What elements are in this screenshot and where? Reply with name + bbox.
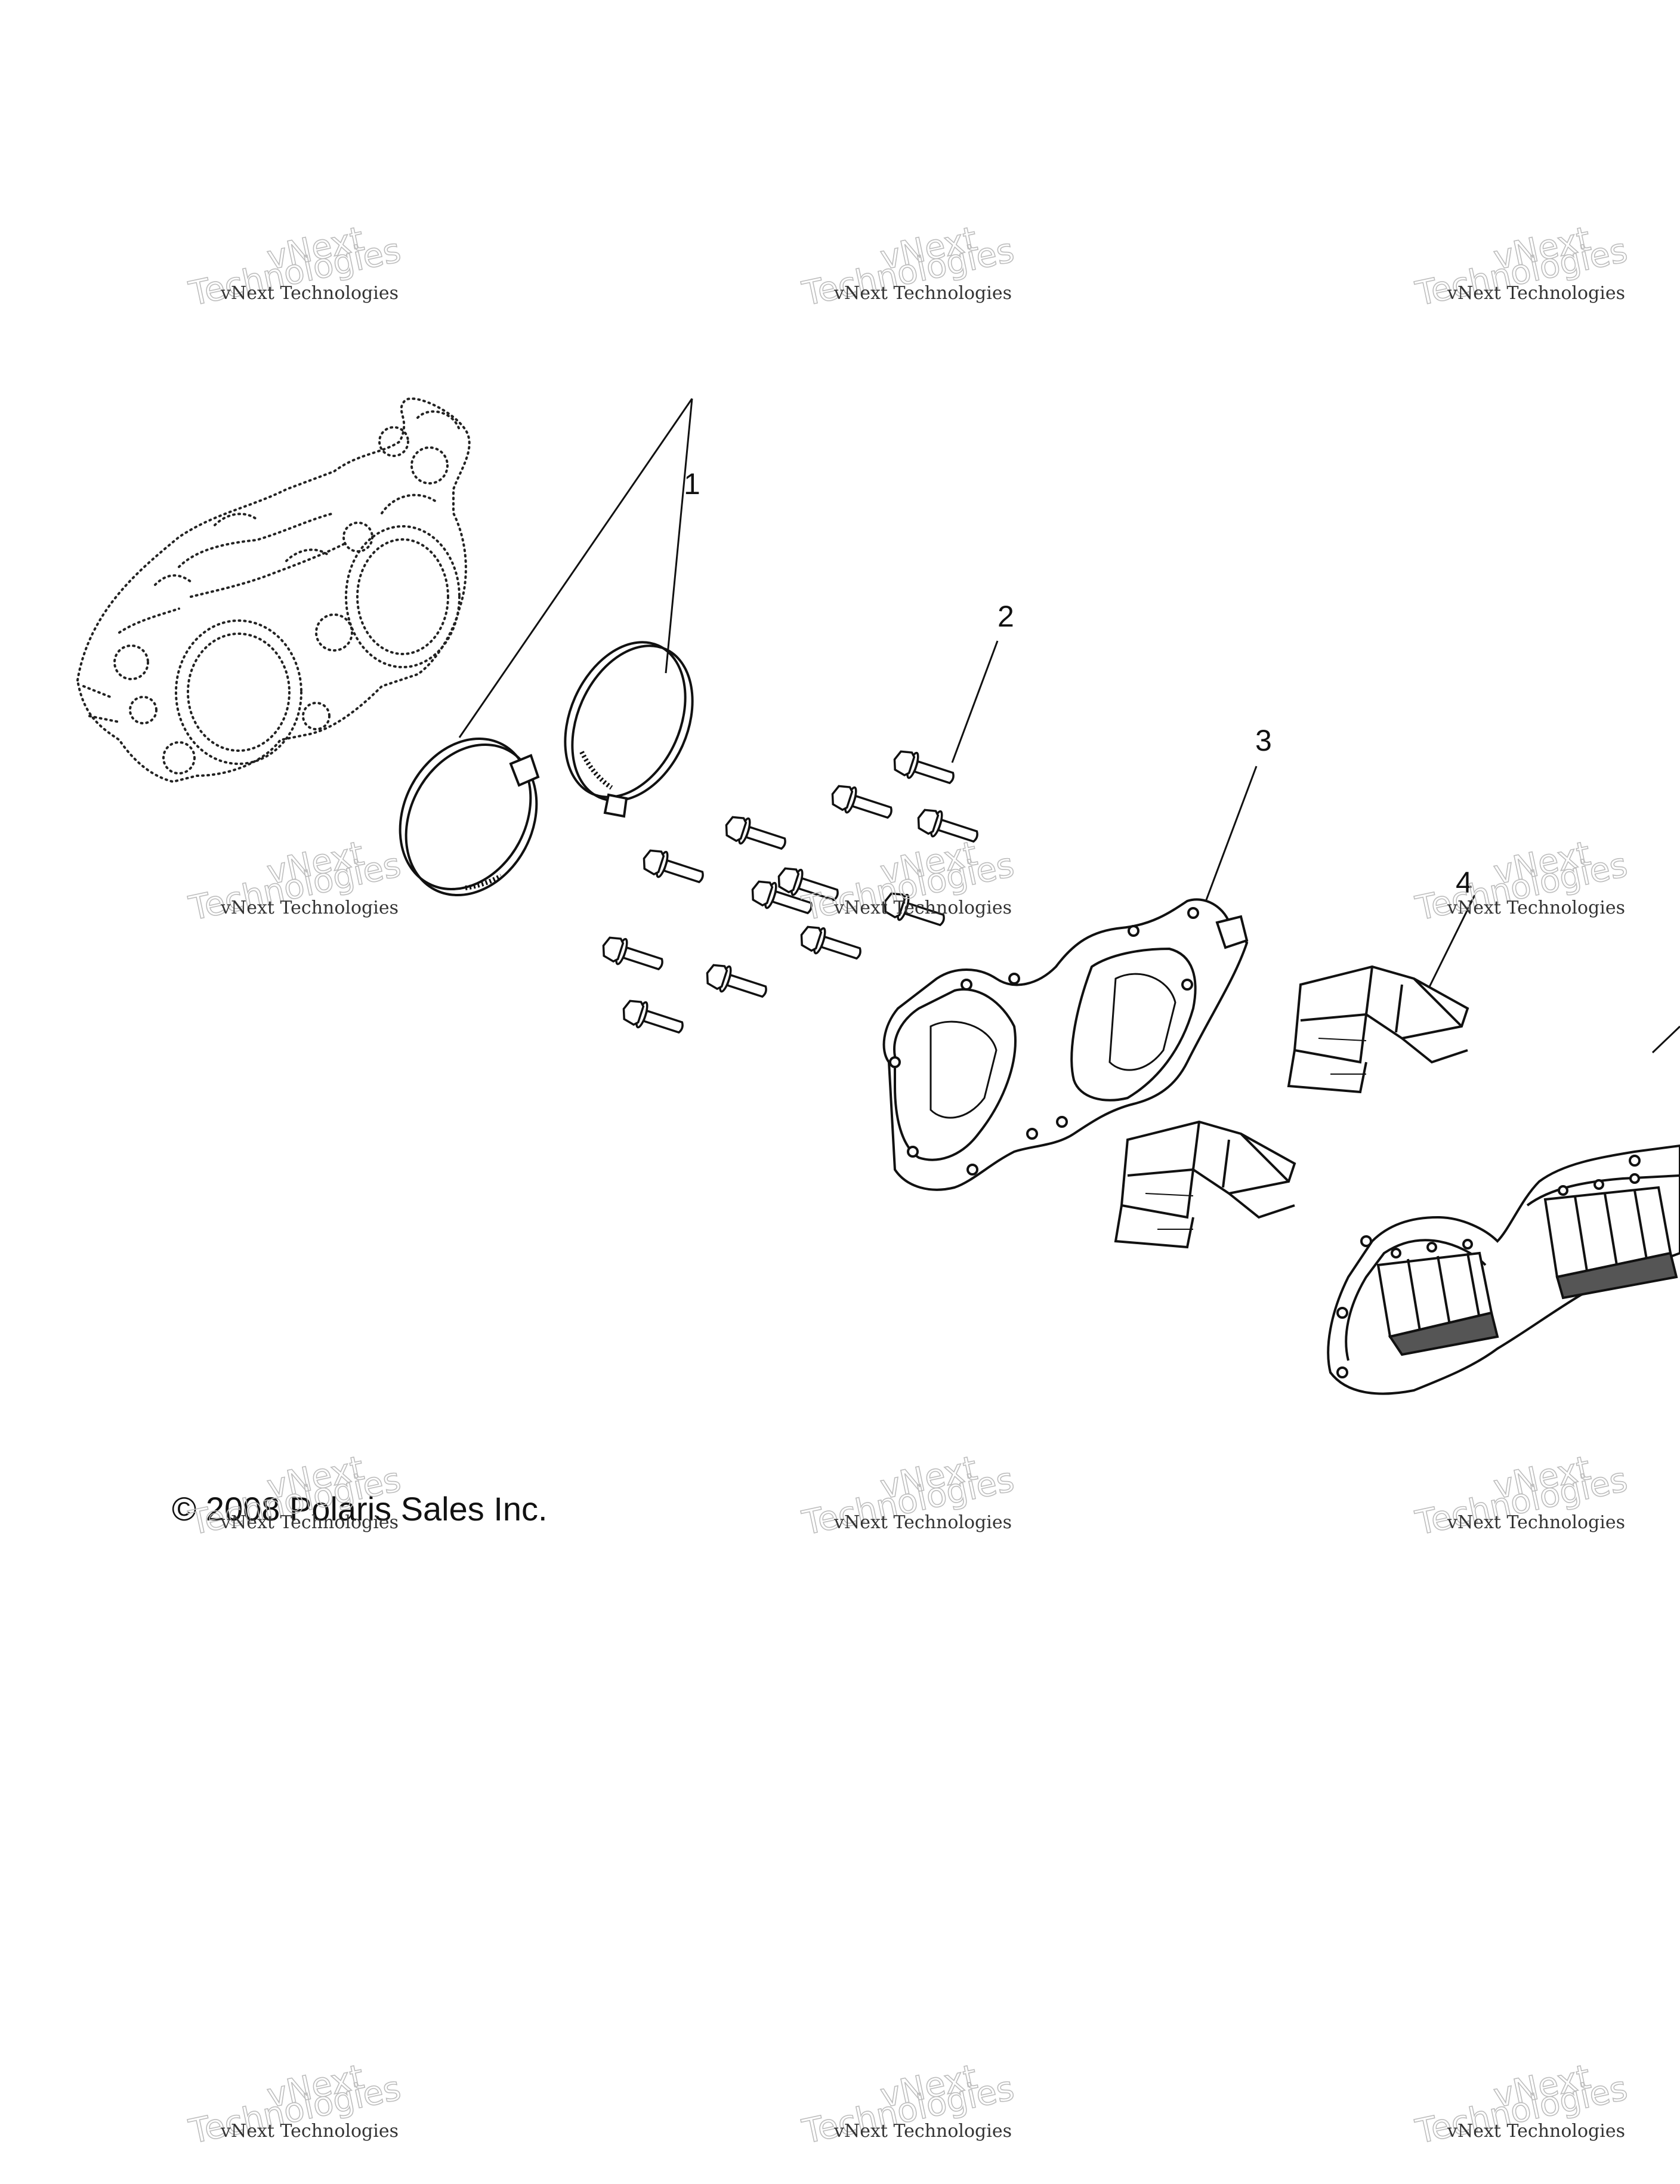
copyright-notice: © 2008 Polaris Sales Inc. xyxy=(172,1490,548,1528)
bolt-group xyxy=(602,750,978,1034)
callout-1: 1 xyxy=(684,467,700,501)
bolt xyxy=(622,1000,684,1034)
bolt xyxy=(602,936,663,971)
throttle-body-phantom xyxy=(76,397,471,783)
callout-2: 2 xyxy=(998,600,1014,633)
bolt xyxy=(725,816,786,850)
hose-clamp-left xyxy=(399,737,540,897)
reed-valve-assembly xyxy=(1327,1144,1680,1395)
bolt xyxy=(884,892,945,927)
callout-3: 3 xyxy=(1255,724,1272,757)
bolt xyxy=(800,926,861,960)
reed-petal-left xyxy=(1114,1120,1296,1249)
bolt xyxy=(831,785,892,819)
spacer-plate xyxy=(882,898,1249,1191)
bolt xyxy=(706,964,767,998)
bolt xyxy=(643,849,704,884)
reed-petal-right xyxy=(1287,965,1469,1094)
bolt xyxy=(893,750,955,785)
bolt xyxy=(777,867,839,902)
bolt xyxy=(917,809,978,843)
leader-lines xyxy=(458,398,1680,1054)
bolt xyxy=(751,880,813,915)
callout-4: 4 xyxy=(1456,866,1472,899)
hose-clamp-right xyxy=(564,641,694,818)
